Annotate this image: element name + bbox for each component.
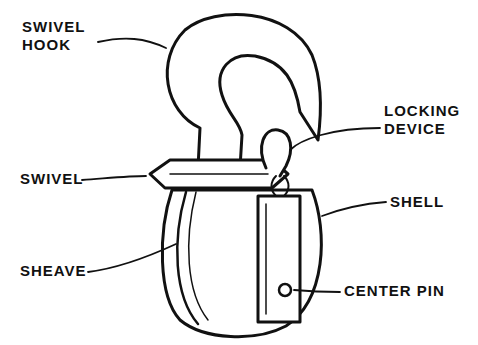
part-label: LOCKING DEVICE — [384, 102, 472, 138]
part-label: CENTER PIN — [344, 282, 474, 300]
swivel-seam — [170, 173, 268, 175]
sheave — [177, 192, 198, 324]
sheave-groove — [189, 192, 208, 320]
leader-lines — [82, 39, 386, 292]
center-pin — [279, 284, 291, 296]
locking-device — [262, 130, 291, 176]
part-label: SWIVEL — [20, 170, 82, 188]
part-label: SWIVEL HOOK — [22, 18, 94, 54]
part-label: SHELL — [390, 193, 470, 211]
locking-chain — [272, 176, 289, 196]
part-label: SHEAVE — [20, 262, 90, 280]
shell — [162, 190, 321, 337]
strap-edge — [265, 204, 267, 314]
side-strap — [258, 196, 300, 322]
